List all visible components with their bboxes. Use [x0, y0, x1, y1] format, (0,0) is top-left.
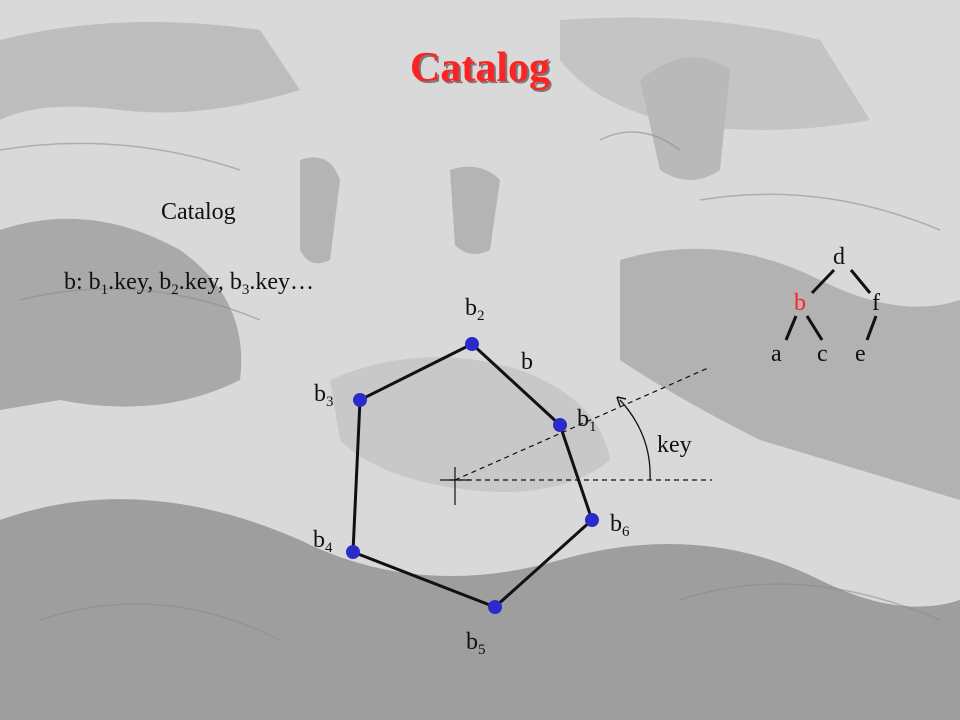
- tree-node-a: a: [771, 341, 782, 367]
- catalog-formula: b: b1.key, b2.key, b3.key…: [64, 270, 314, 298]
- tree-edge-f-e: [865, 315, 878, 341]
- polygon-outline: [351, 342, 594, 609]
- edge-label: b: [521, 349, 533, 375]
- tree-edge-d-b: [810, 268, 836, 295]
- angle-label: key: [657, 432, 692, 458]
- vertex-label-b1: b1: [577, 406, 597, 435]
- formula-mid-1: .key, b: [108, 269, 172, 295]
- tree-node-c: c: [817, 341, 828, 367]
- vertex-b6: [585, 513, 599, 527]
- tree-edge-d-f: [849, 269, 872, 294]
- formula-prefix: b: b: [64, 269, 101, 295]
- vertex-label-b3: b3: [314, 381, 334, 410]
- tree-node-b: b: [794, 290, 806, 316]
- formula-mid-2: .key, b: [178, 269, 242, 295]
- vertex-label-b2: b2: [465, 295, 485, 324]
- slide-title: Catalog: [410, 45, 550, 91]
- tree-node-f: f: [872, 290, 880, 316]
- edge-direction-line: [454, 367, 709, 481]
- catalog-heading: Catalog: [161, 199, 236, 225]
- tree-node-e: e: [855, 341, 866, 367]
- vertex-b2: [465, 337, 479, 351]
- tree-edge-b-a: [784, 315, 798, 341]
- formula-suffix: .key…: [249, 269, 315, 295]
- angle-arc: [619, 399, 651, 481]
- tree-edges: [784, 268, 878, 341]
- vertex-b1: [553, 418, 567, 432]
- formula-sub-1: 1: [100, 282, 109, 298]
- vertex-b4: [346, 545, 360, 559]
- angle-arrowhead: [616, 396, 627, 407]
- vertex-b3: [353, 393, 367, 407]
- vertex-b5: [488, 600, 502, 614]
- vertex-label-b5: b5: [466, 629, 486, 658]
- vertex-label-b4: b4: [313, 527, 333, 556]
- formula-sub-3: 3: [241, 282, 250, 298]
- vertex-label-b6: b6: [610, 511, 630, 540]
- tree-edge-b-c: [805, 315, 824, 341]
- formula-sub-2: 2: [171, 282, 179, 298]
- tree-node-d: d: [833, 244, 845, 270]
